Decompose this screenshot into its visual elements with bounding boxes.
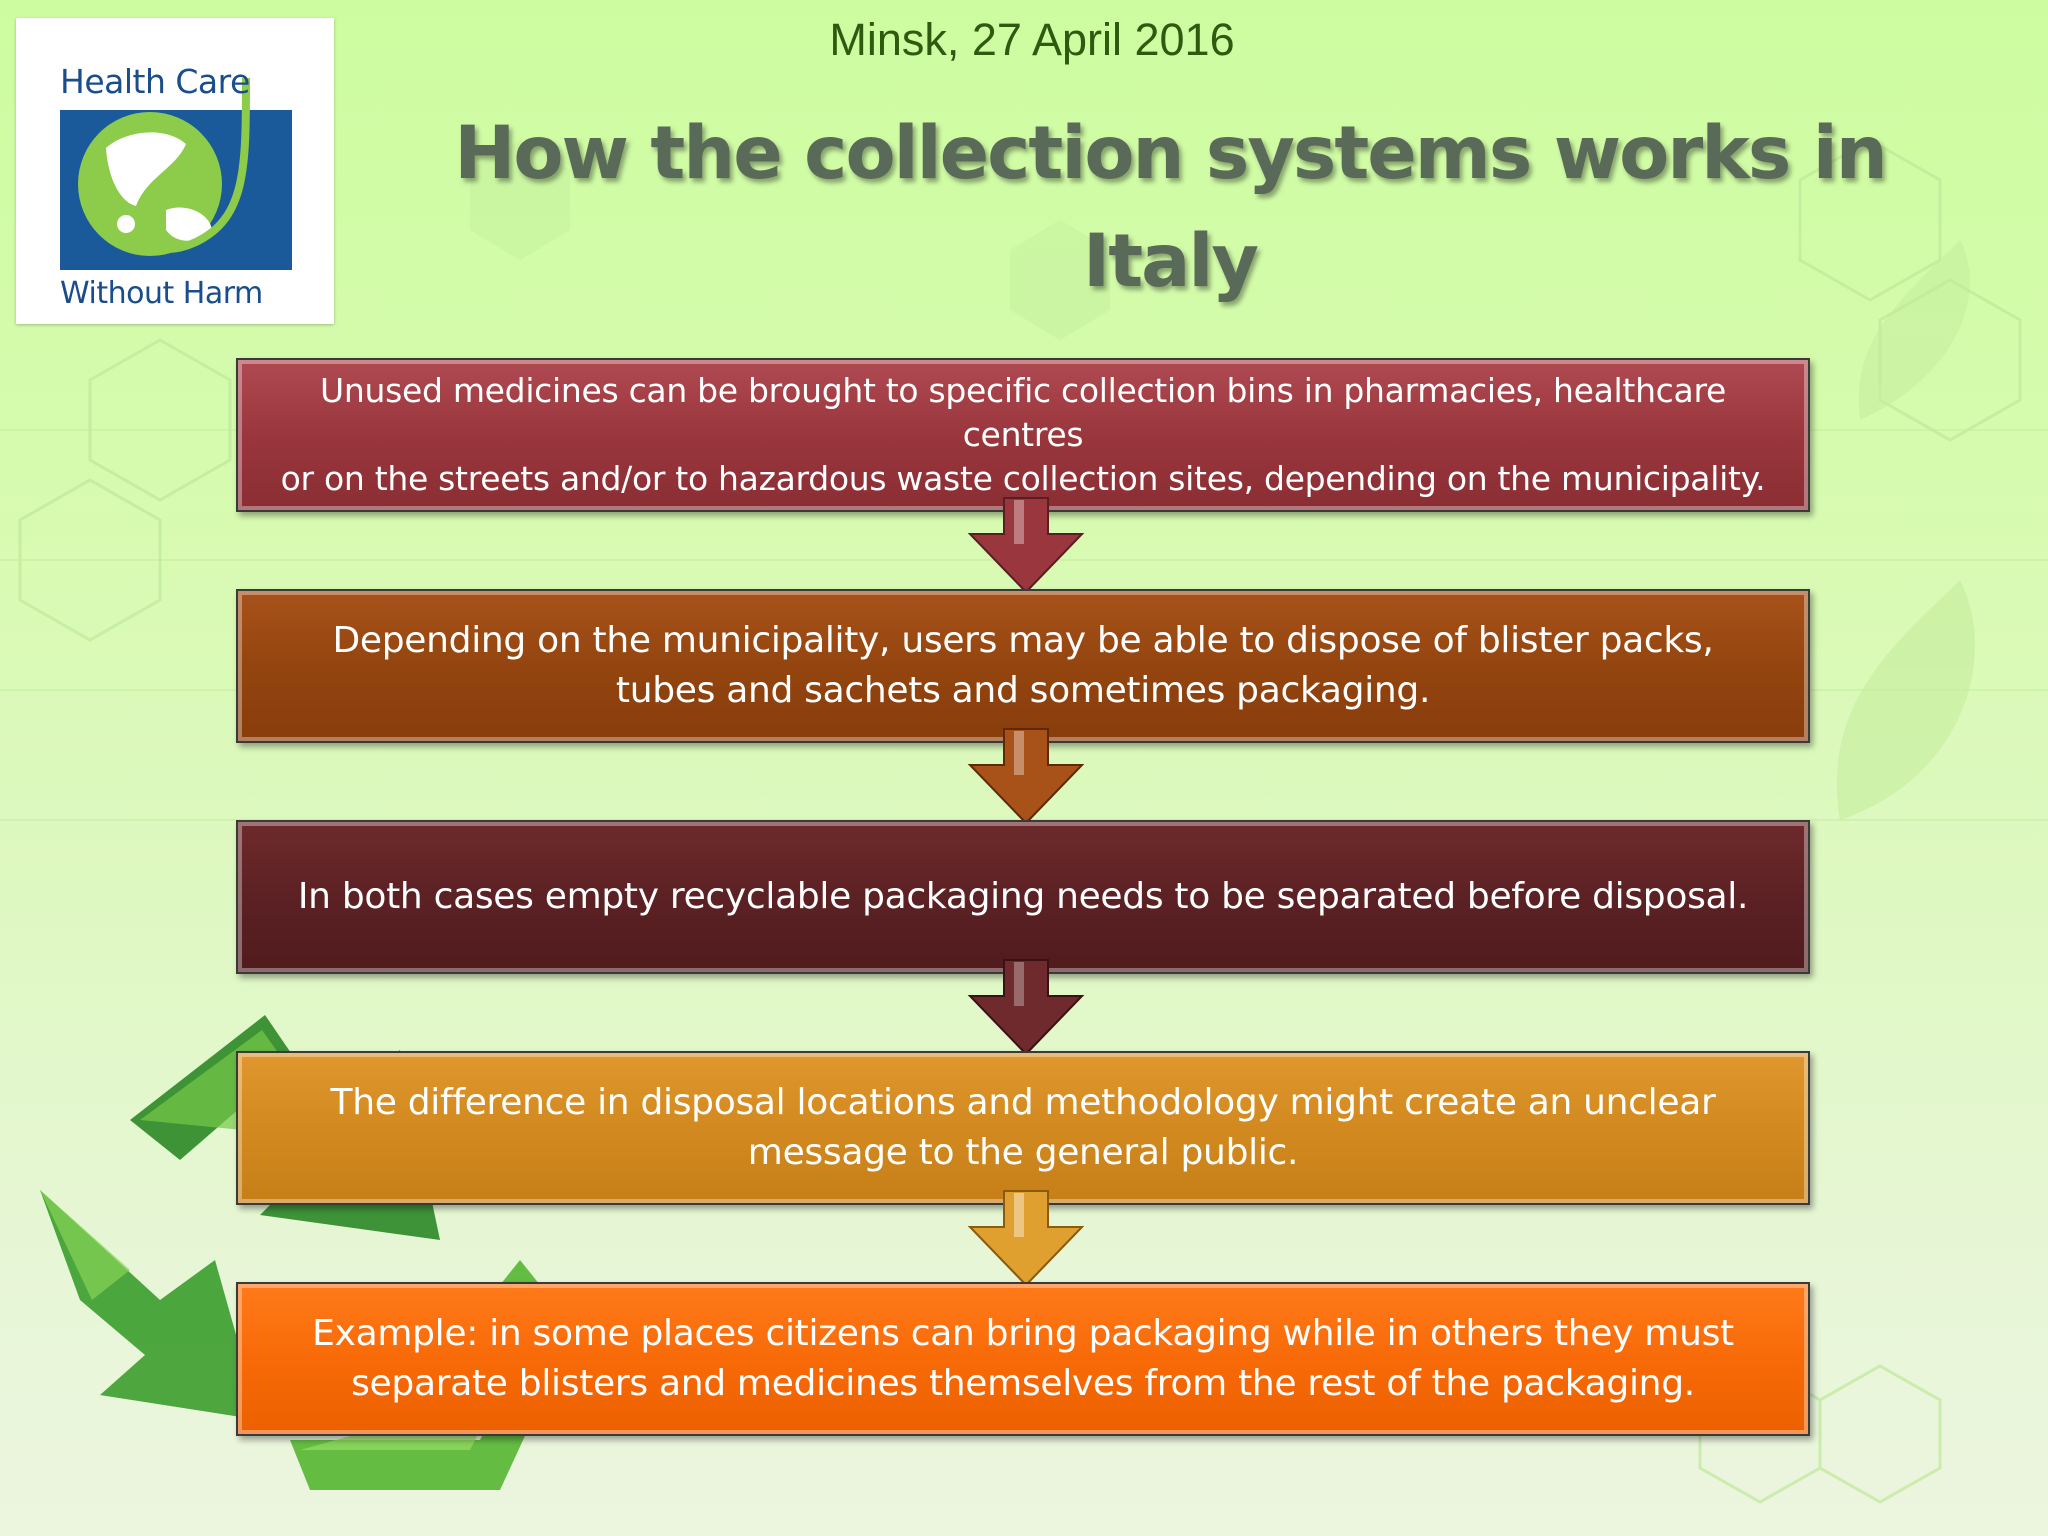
slide-title: How the collection systems works in Ital… bbox=[440, 100, 1900, 316]
slide-title-line-2: Italy bbox=[1083, 219, 1259, 304]
flow-step-4: The difference in disposal locations and… bbox=[236, 1051, 1810, 1205]
flow-step-1-line-2: or on the streets and/or to hazardous wa… bbox=[280, 459, 1766, 498]
down-arrow-icon bbox=[967, 1190, 1085, 1287]
flow-step-2-line-1: Depending on the municipality, users may… bbox=[332, 620, 1714, 661]
flow-step-5: Example: in some places citizens can bri… bbox=[236, 1282, 1810, 1436]
flow-step-5-line-2: separate blisters and medicines themselv… bbox=[351, 1363, 1695, 1404]
logo-top-text: Health Care bbox=[60, 62, 250, 101]
logo-bottom-text: Without Harm bbox=[60, 276, 263, 311]
logo: Health Care Without Harm bbox=[16, 18, 334, 324]
flow-step-2: Depending on the municipality, users may… bbox=[236, 589, 1810, 743]
down-arrow-icon bbox=[967, 728, 1085, 825]
location-date: Minsk, 27 April 2016 bbox=[829, 14, 1235, 65]
flow-step-4-line-1: The difference in disposal locations and… bbox=[330, 1082, 1716, 1123]
flow-step-4-line-2: message to the general public. bbox=[747, 1132, 1299, 1173]
flow-step-3: In both cases empty recyclable packaging… bbox=[236, 820, 1810, 974]
globe-stethoscope-icon bbox=[60, 77, 292, 270]
down-arrow-icon bbox=[967, 959, 1085, 1056]
flow-step-5-line-1: Example: in some places citizens can bri… bbox=[312, 1313, 1734, 1354]
slide-title-line-1: How the collection systems works in bbox=[454, 111, 1887, 196]
flow-step-1-line-1: Unused medicines can be brought to speci… bbox=[320, 371, 1726, 454]
flow-step-3-line-1: In both cases empty recyclable packaging… bbox=[297, 876, 1749, 917]
flow-step-1: Unused medicines can be brought to speci… bbox=[236, 358, 1810, 512]
down-arrow-icon bbox=[967, 497, 1085, 594]
flow-step-2-line-2: tubes and sachets and sometimes packagin… bbox=[615, 670, 1431, 711]
